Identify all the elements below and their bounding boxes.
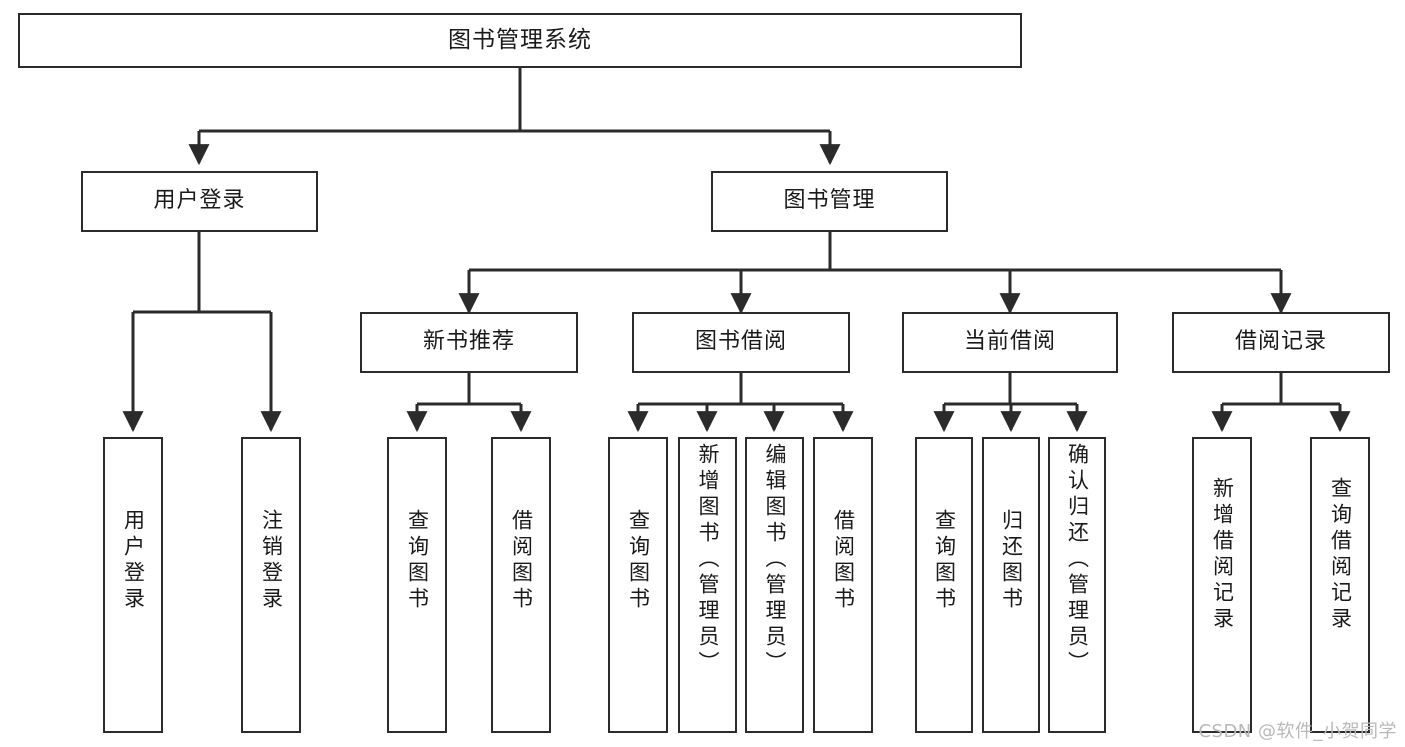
leaf-query-book-recommend[interactable]: 查询图书 xyxy=(387,437,447,733)
node-label: 查询借阅记录 xyxy=(1328,477,1353,633)
node-root-system[interactable]: 图书管理系统 xyxy=(18,13,1022,68)
node-label: 图书借阅 xyxy=(694,329,787,355)
node-label: 图书管理 xyxy=(783,188,876,214)
node-label: 当前借阅 xyxy=(963,329,1056,355)
leaf-user-login[interactable]: 用户登录 xyxy=(103,437,163,733)
node-label: 新增借阅记录 xyxy=(1210,477,1235,633)
leaf-edit-book-admin[interactable]: 编辑图书（管理员） xyxy=(745,437,804,733)
node-label: 借阅图书 xyxy=(509,509,534,613)
node-new-book-recommend[interactable]: 新书推荐 xyxy=(360,312,578,373)
node-label: 借阅记录 xyxy=(1234,329,1327,355)
leaf-confirm-return-admin[interactable]: 确认归还（管理员） xyxy=(1048,437,1106,733)
node-label: 用户登录 xyxy=(153,188,246,214)
leaf-add-book-admin[interactable]: 新增图书（管理员） xyxy=(678,437,737,733)
node-current-borrow[interactable]: 当前借阅 xyxy=(902,312,1118,373)
node-label: 注销登录 xyxy=(259,509,284,613)
leaf-query-borrow-record[interactable]: 查询借阅记录 xyxy=(1310,437,1370,733)
node-label: 查询图书 xyxy=(932,509,957,613)
node-label: 新增图书（管理员） xyxy=(696,443,720,677)
node-label: 用户登录 xyxy=(121,509,146,613)
leaf-query-book-borrow[interactable]: 查询图书 xyxy=(608,437,668,733)
leaf-query-book-current[interactable]: 查询图书 xyxy=(915,437,973,733)
node-book-management[interactable]: 图书管理 xyxy=(711,171,948,232)
node-user-login[interactable]: 用户登录 xyxy=(81,171,318,232)
node-label: 确认归还（管理员） xyxy=(1065,443,1090,677)
node-book-borrow[interactable]: 图书借阅 xyxy=(632,312,850,373)
node-label: 编辑图书（管理员） xyxy=(763,443,787,677)
node-label: 新书推荐 xyxy=(422,329,515,355)
node-label: 查询图书 xyxy=(405,509,430,613)
leaf-borrow-book[interactable]: 借阅图书 xyxy=(813,437,873,733)
node-label: 借阅图书 xyxy=(831,509,856,613)
leaf-return-book[interactable]: 归还图书 xyxy=(982,437,1040,733)
leaf-add-borrow-record[interactable]: 新增借阅记录 xyxy=(1192,437,1252,733)
node-label: 归还图书 xyxy=(999,509,1024,613)
node-borrow-records[interactable]: 借阅记录 xyxy=(1172,312,1390,373)
leaf-logout[interactable]: 注销登录 xyxy=(241,437,301,733)
node-label: 图书管理系统 xyxy=(448,26,592,53)
leaf-borrow-book-recommend[interactable]: 借阅图书 xyxy=(491,437,551,733)
node-label: 查询图书 xyxy=(626,509,651,613)
